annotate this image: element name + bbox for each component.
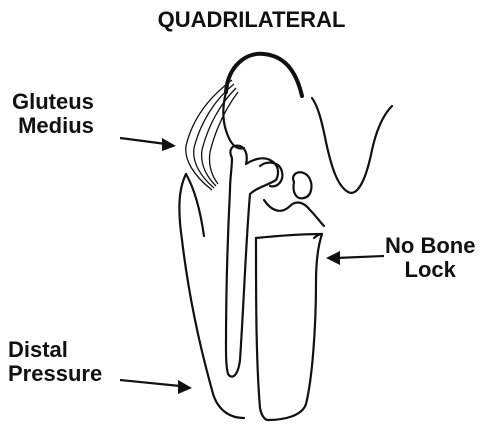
- socket-lateral-wall: [179, 174, 244, 418]
- socket-brim: [256, 234, 322, 420]
- ilium-body: [223, 92, 244, 149]
- ischial-tuberosity: [293, 172, 311, 198]
- ilium-crest: [226, 54, 302, 96]
- no-bone-lock-arrow: [326, 251, 384, 265]
- gluteus-medius-arrow: [120, 138, 176, 151]
- pelvis-right-contour: [312, 98, 392, 193]
- ischial-ramus: [264, 200, 324, 226]
- distal-pressure-arrow: [120, 380, 192, 394]
- socket-lateral-wall-inner: [186, 174, 204, 236]
- femur: [226, 146, 278, 377]
- socket-medial-wall: [256, 238, 268, 420]
